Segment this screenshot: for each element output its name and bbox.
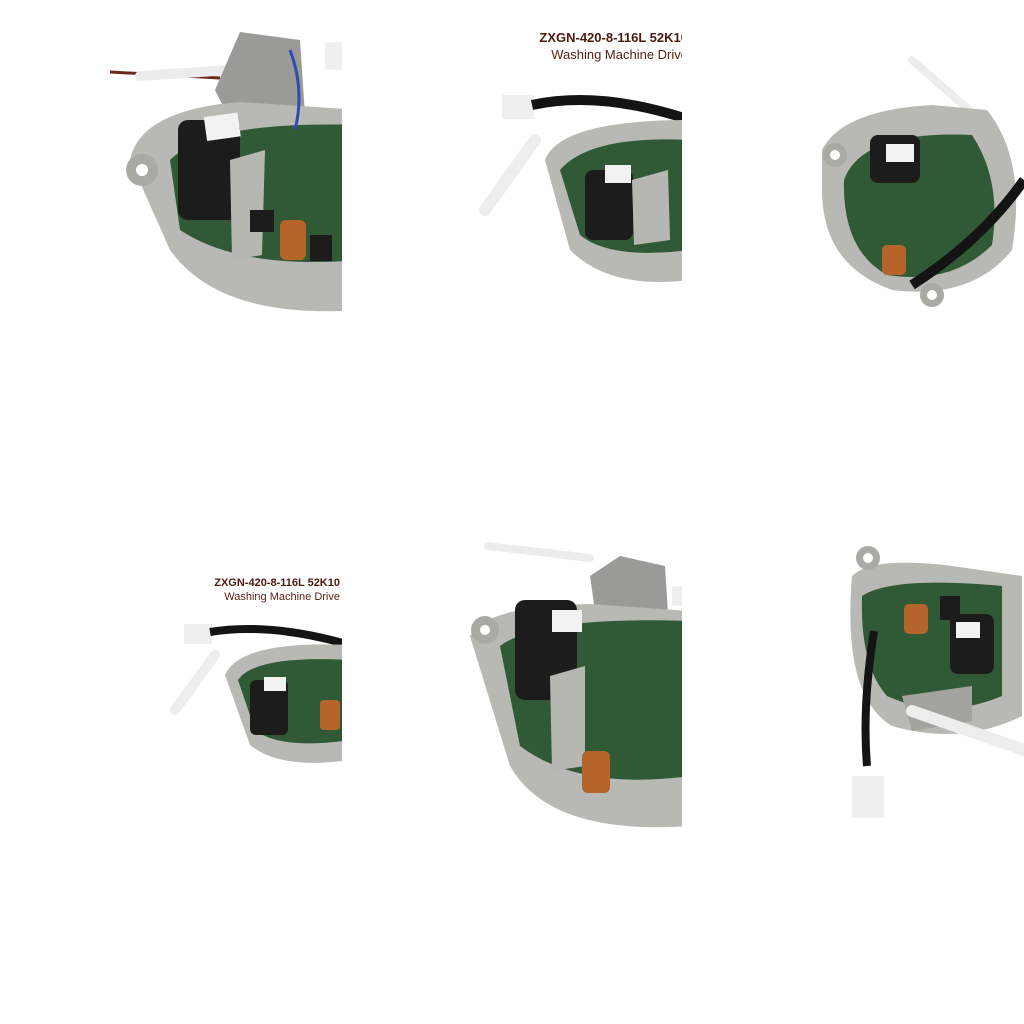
model-label: ZXGN-420-8-116L 52K10 <box>539 30 682 45</box>
product-caption: ZXGN-420-8-116L 52K10 Washing Machine Dr… <box>539 30 682 64</box>
model-label: ZXGN-420-8-116L 52K10 <box>214 577 340 589</box>
product-photo-4: ZXGN-420-8-116L 52K10 Washing Machine Dr… <box>100 560 342 810</box>
product-photo-6 <box>782 536 1024 836</box>
product-photo-3 <box>782 20 1024 330</box>
drive-board-photo <box>479 95 682 282</box>
product-photo-1 <box>100 20 342 320</box>
product-caption: ZXGN-420-8-116L 52K10 Washing Machine Dr… <box>214 576 340 605</box>
drive-board-photo <box>109 32 342 312</box>
description-label: Washing Machine Drive <box>551 46 682 62</box>
watermark <box>1011 1009 1014 1020</box>
drive-board-photo <box>850 546 1024 818</box>
drive-board-photo <box>170 624 342 763</box>
description-label: Washing Machine Drive <box>224 591 340 604</box>
product-photo-2: ZXGN-420-8-116L 52K10 Washing Machine Dr… <box>440 20 682 330</box>
drive-board-photo <box>822 56 1024 307</box>
product-photo-5 <box>440 536 682 836</box>
drive-board-photo <box>470 542 682 828</box>
